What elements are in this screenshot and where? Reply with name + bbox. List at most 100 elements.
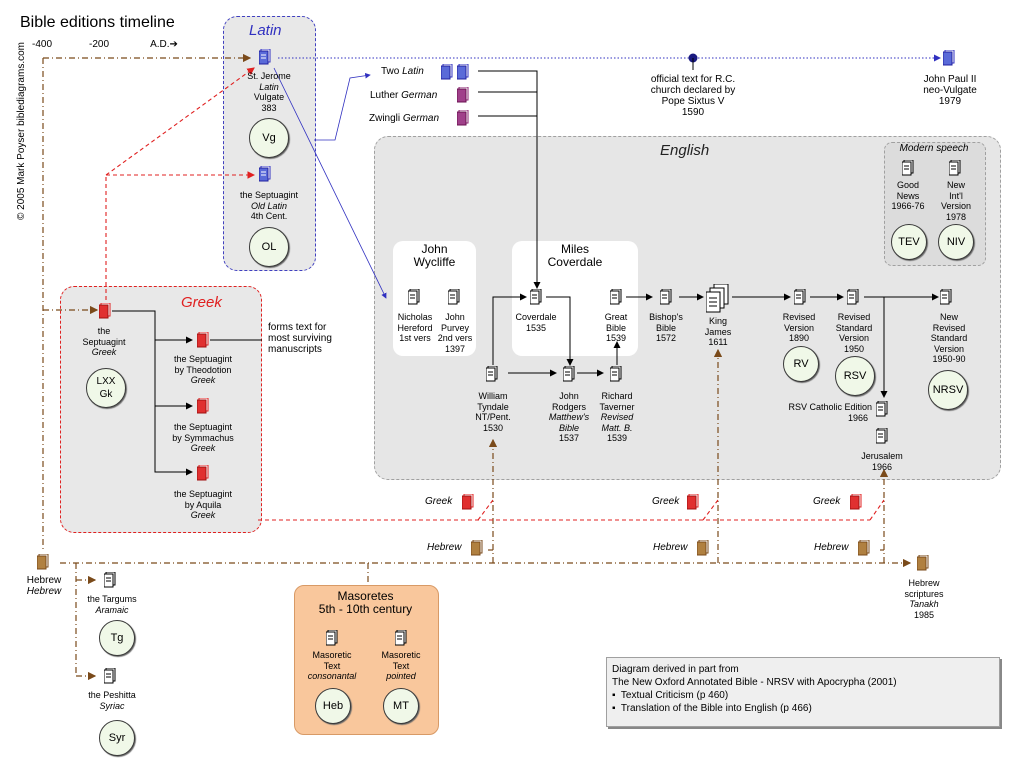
source-note-text: Diagram derived in part from The New Oxf…	[612, 664, 897, 714]
greek-title: Greek	[181, 294, 222, 311]
badge-mt: MT	[383, 688, 419, 724]
two-latin-document-icon-2	[457, 64, 469, 80]
tick-minus-400: -400	[31, 39, 52, 50]
rodgers-document-icon	[563, 366, 575, 382]
theodotion-document-icon	[197, 332, 209, 348]
greek-group	[60, 286, 262, 533]
tick-ad: A.D.➔	[150, 39, 178, 50]
greek-source-label-1: Greek	[425, 496, 453, 507]
aquila-document-icon	[197, 465, 209, 481]
tyndale-document-icon	[486, 366, 498, 382]
peshitta-document-icon	[104, 668, 116, 684]
badge-nrsv: NRSV	[928, 370, 968, 410]
jerusalem-document-icon	[876, 428, 888, 444]
nrsv-document-icon	[940, 289, 952, 305]
hereford-document-icon	[408, 289, 420, 305]
rsv-document-icon	[847, 289, 859, 305]
badge-tg: Tg	[99, 620, 135, 656]
badge-tev: TEV	[891, 224, 927, 260]
sixtus-label: official text for R.C.church declared by…	[650, 74, 736, 118]
old-latin-document-icon	[259, 166, 271, 182]
source-note	[606, 657, 1000, 727]
hebrew-source-document-icon-3	[858, 540, 870, 556]
english-title: English	[660, 142, 710, 159]
tick-minus-200: -200	[88, 39, 109, 50]
hebrew-source-document-icon-2	[697, 540, 709, 556]
hebrew-scriptures-document-icon	[917, 555, 929, 571]
jerome-document-icon	[259, 49, 271, 65]
hebrew-source-label-1: Hebrew	[427, 542, 462, 553]
arrow-right-icon: ➔	[169, 39, 178, 50]
niv-document-icon	[949, 160, 961, 176]
copyright-label: © 2005 Mark Poyser biblediagrams.com	[16, 42, 27, 220]
jp2-document-icon	[943, 50, 955, 66]
greek-source-document-icon-2	[687, 494, 699, 510]
luther-label: Luther German	[370, 90, 438, 101]
king-james-document-icon	[706, 284, 730, 314]
symmachus-document-icon	[197, 398, 209, 414]
badge-vg: Vg	[249, 118, 289, 158]
hebrew-source-document-icon-1	[471, 540, 483, 556]
greek-source-document-icon-3	[850, 494, 862, 510]
badge-rsv: RSV	[835, 356, 875, 396]
mt-pointed-document-icon	[395, 630, 407, 646]
greek-source-label-2: Greek	[652, 496, 680, 507]
coverdale-document-icon	[530, 289, 542, 305]
taverner-document-icon	[610, 366, 622, 382]
greek-source-label-3: Greek	[813, 496, 841, 507]
bishops-document-icon	[660, 289, 672, 305]
septuagint-document-icon	[99, 303, 111, 319]
modern-speech-title: Modern speech	[899, 143, 969, 154]
targums-document-icon	[104, 572, 116, 588]
great-bible-document-icon	[610, 289, 622, 305]
greek-source-document-icon-1	[462, 494, 474, 510]
purvey-document-icon	[448, 289, 460, 305]
hebrew-root-document-icon	[37, 554, 49, 570]
hebrew-source-label-3: Hebrew	[814, 542, 849, 553]
badge-ol: OL	[249, 227, 289, 267]
zwingli-label: Zwingli German	[369, 113, 440, 124]
wycliffe-group	[393, 241, 476, 356]
badge-syr: Syr	[99, 720, 135, 756]
zwingli-document-icon	[457, 110, 469, 126]
two-latin-label: Two Latin	[381, 66, 424, 77]
badge-niv: NIV	[938, 224, 974, 260]
latin-title: Latin	[249, 22, 282, 39]
hebrew-source-label-2: Hebrew	[653, 542, 688, 553]
badge-rv: RV	[783, 346, 819, 382]
two-latin-document-icon-1	[441, 64, 453, 80]
rv-document-icon	[794, 289, 806, 305]
badge-heb: Heb	[315, 688, 351, 724]
page-title: Bible editions timeline	[20, 14, 175, 31]
